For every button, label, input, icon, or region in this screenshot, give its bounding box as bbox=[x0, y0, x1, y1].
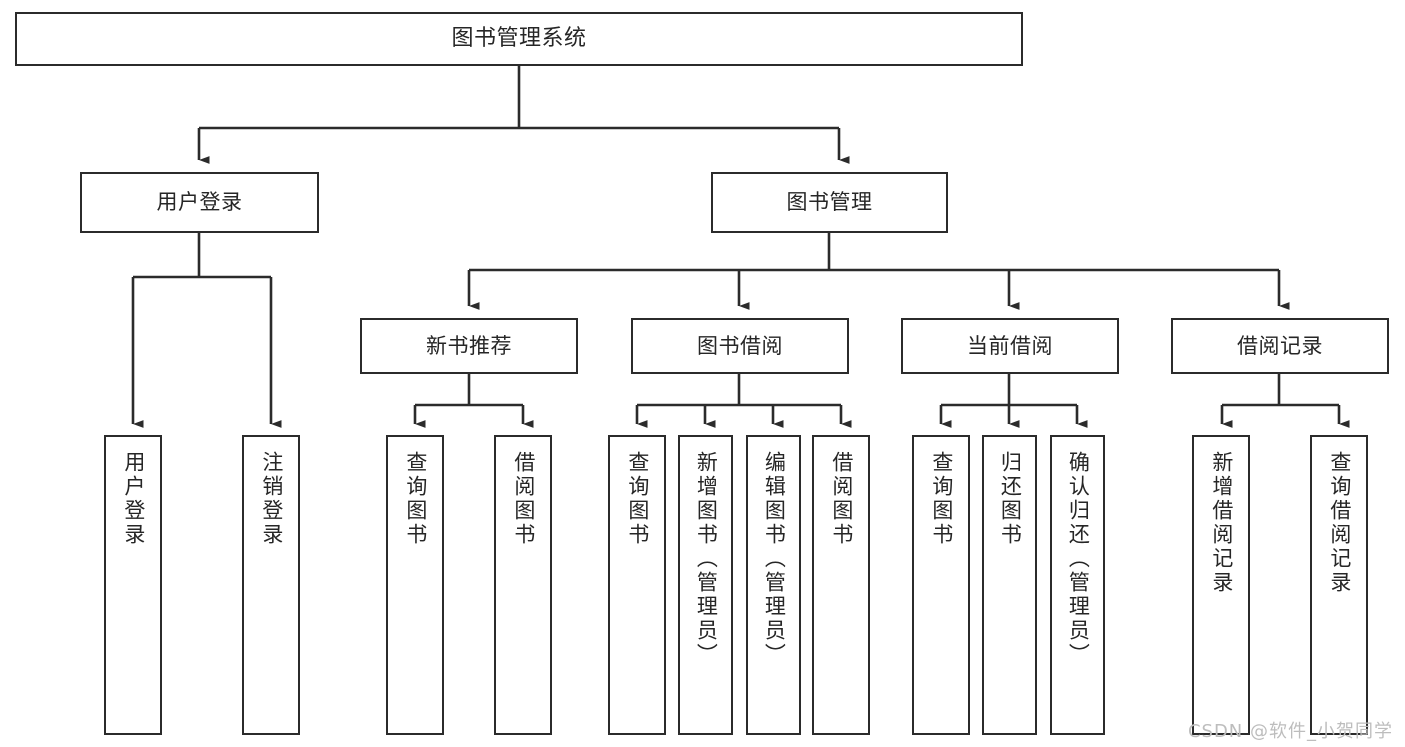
node-user-login[interactable]: 用户登录 bbox=[80, 172, 319, 233]
node-label: 图书管理系统 bbox=[451, 26, 587, 52]
leaf-borrow-book[interactable]: 借阅图书 bbox=[812, 435, 870, 735]
node-label: 用户登录 bbox=[121, 451, 146, 547]
leaf-query-book-recommend[interactable]: 查询图书 bbox=[386, 435, 444, 735]
leaf-add-borrow-record[interactable]: 新增借阅记录 bbox=[1192, 435, 1250, 735]
node-label: 新增借阅记录 bbox=[1209, 451, 1234, 595]
leaf-borrow-book-recommend[interactable]: 借阅图书 bbox=[494, 435, 552, 735]
node-label: 归还图书 bbox=[998, 451, 1023, 547]
leaf-edit-book-admin[interactable]: 编辑图书（管理员） bbox=[746, 435, 801, 735]
node-label: 图书借阅 bbox=[697, 333, 783, 358]
node-label: 查询借阅记录 bbox=[1327, 451, 1352, 595]
csdn-watermark: CSDN @软件_小贺同学 bbox=[1187, 721, 1393, 742]
node-label: 借阅图书 bbox=[511, 451, 536, 547]
node-book-management[interactable]: 图书管理 bbox=[711, 172, 948, 233]
leaf-confirm-return-admin[interactable]: 确认归还（管理员） bbox=[1050, 435, 1105, 735]
node-new-book-recommend[interactable]: 新书推荐 bbox=[360, 318, 578, 374]
node-label: 注销登录 bbox=[259, 451, 284, 547]
leaf-query-borrow-record[interactable]: 查询借阅记录 bbox=[1310, 435, 1368, 735]
leaf-logout[interactable]: 注销登录 bbox=[242, 435, 300, 735]
node-current-borrow[interactable]: 当前借阅 bbox=[901, 318, 1119, 374]
node-label: 编辑图书（管理员） bbox=[762, 451, 787, 667]
node-label: 用户登录 bbox=[156, 190, 243, 215]
node-root-book-management-system[interactable]: 图书管理系统 bbox=[15, 12, 1023, 66]
node-label: 查询图书 bbox=[929, 451, 954, 547]
node-label: 新书推荐 bbox=[426, 333, 512, 358]
node-label: 查询图书 bbox=[625, 451, 650, 547]
node-label: 借阅记录 bbox=[1237, 333, 1323, 358]
node-borrow-records[interactable]: 借阅记录 bbox=[1171, 318, 1389, 374]
node-label: 借阅图书 bbox=[829, 451, 854, 547]
node-book-borrow[interactable]: 图书借阅 bbox=[631, 318, 849, 374]
node-label: 确认归还（管理员） bbox=[1066, 451, 1091, 667]
node-label: 查询图书 bbox=[403, 451, 428, 547]
leaf-user-login[interactable]: 用户登录 bbox=[104, 435, 162, 735]
node-label: 图书管理 bbox=[786, 190, 873, 215]
node-label: 新增图书（管理员） bbox=[694, 451, 719, 667]
leaf-add-book-admin[interactable]: 新增图书（管理员） bbox=[678, 435, 733, 735]
leaf-return-book[interactable]: 归还图书 bbox=[982, 435, 1037, 735]
leaf-query-book-current[interactable]: 查询图书 bbox=[912, 435, 970, 735]
node-label: 当前借阅 bbox=[967, 333, 1053, 358]
leaf-query-book-borrow[interactable]: 查询图书 bbox=[608, 435, 666, 735]
